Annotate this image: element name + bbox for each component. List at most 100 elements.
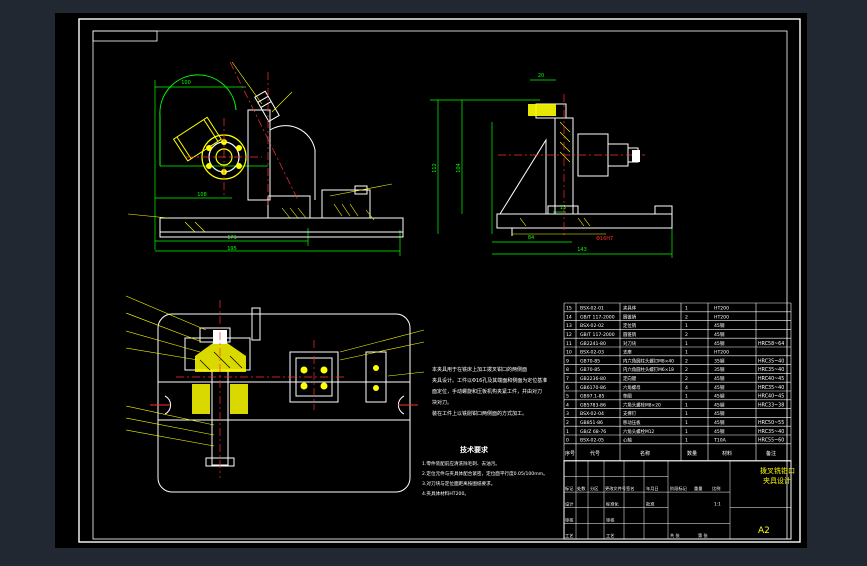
part-number: 11 (566, 341, 572, 347)
title-cell: 比例 (712, 485, 720, 492)
part-number: 5 (566, 394, 569, 400)
part-name: 移动压板 (623, 419, 641, 426)
title-cell: 第 张 (698, 532, 709, 539)
part-name: 内六角圆柱头螺钉M6×18 (623, 366, 674, 373)
part-name: 心轴 (623, 437, 632, 444)
part-material: 45钢 (714, 331, 725, 338)
part-quantity: 1 (685, 411, 688, 417)
part-quantity: 4 (685, 385, 688, 391)
part-code: GB/Z 68-76 (580, 429, 606, 435)
dimension-label: 100 (181, 80, 191, 86)
part-material: HT200 (714, 306, 729, 312)
part-name: 定位销 (623, 322, 637, 329)
part-note: HRC58~64 (758, 341, 784, 347)
title-cell: 工艺 (565, 533, 573, 538)
note-line: 块对刀。 (432, 399, 452, 406)
column-header: 备注 (766, 450, 776, 457)
dimension-label: 112 (432, 163, 438, 173)
part-number: 15 (566, 306, 572, 312)
part-quantity: 1 (685, 429, 688, 435)
title-cell: 年月日 (646, 485, 659, 492)
part-quantity: 2 (685, 358, 688, 364)
note-line: 本夹具用于在铣床上加工拨叉钳口的两侧面 (432, 366, 527, 373)
part-quantity: 1 (685, 402, 688, 408)
part-name: 定向键 (623, 375, 637, 382)
part-number: 6 (566, 385, 569, 391)
part-note: HRC35~40 (758, 429, 784, 435)
part-code: BSX-02-04 (580, 411, 604, 417)
part-code: GB97.1-85 (580, 394, 605, 400)
part-material: 45钢 (714, 322, 725, 329)
side-view: Φ16H7 (430, 79, 673, 258)
part-material: T10A (713, 438, 727, 444)
part-quantity: 2 (685, 367, 688, 373)
front-view (127, 61, 404, 256)
tech-requirement-line: 2.定位元件与夹具体配合紧密，定位面平行度0.05/100mm。 (422, 470, 548, 477)
part-code: BSX-02-02 (580, 323, 604, 329)
side-view-dimension-lines (430, 79, 673, 258)
dimension-label: 13 (560, 205, 566, 211)
part-name: 六角头螺栓M12 (623, 428, 655, 435)
drawing-paper (55, 13, 807, 548)
tech-requirements-title: 技术要求 (460, 445, 489, 454)
column-header: 序号 (565, 450, 575, 457)
drawing-title: 夹具设计 (763, 476, 791, 485)
part-name: 支撑钉 (623, 410, 637, 417)
drawing-title: 拨叉铣钳口 (760, 466, 795, 475)
part-quantity: 1 (685, 341, 688, 347)
part-name: 夹具体 (623, 305, 637, 312)
part-code: GB2236-80 (580, 376, 606, 382)
dimension-label: 195 (227, 246, 237, 252)
part-number: 14 (566, 314, 572, 320)
part-code: GB851-86 (580, 420, 603, 426)
dimension-label: 108 (197, 192, 207, 198)
part-code: GB/T 117-2000 (580, 314, 615, 320)
column-header: 名称 (640, 450, 650, 457)
tech-requirement-line: 4.夹具体材料HT200。 (422, 490, 469, 497)
part-material: HT200 (714, 314, 729, 320)
title-cell: 重量 (694, 485, 702, 492)
part-material: 45钢 (714, 384, 725, 391)
part-quantity: 1 (685, 350, 688, 356)
part-name: 支座 (623, 349, 632, 356)
part-name: 垫圈 (623, 393, 632, 400)
part-note: HRC55~60 (758, 438, 784, 444)
part-quantity: 1 (685, 323, 688, 329)
title-cell: 更改文件号 (605, 485, 626, 492)
part-quantity: 2 (685, 376, 688, 382)
part-material: 45钢 (714, 375, 725, 382)
part-name: 六角螺母 (623, 384, 641, 391)
part-quantity: 1 (685, 420, 688, 426)
title-cell: 1:1 (714, 502, 721, 507)
part-note: HRC33~38 (758, 402, 784, 408)
title-cell: 处数 (577, 485, 586, 492)
part-name: 圆锥销 (623, 313, 637, 320)
title-cell: 共 张 (670, 532, 681, 539)
part-note: HRC35~40 (758, 358, 784, 364)
part-note: HRC40~45 (758, 376, 784, 382)
part-number: 9 (566, 358, 569, 364)
part-number: 12 (566, 332, 572, 338)
column-header: 数量 (687, 450, 697, 457)
part-name: 六角头螺栓M8×20 (623, 401, 661, 408)
part-code: GB5783-86 (580, 402, 606, 408)
part-quantity: 1 (685, 394, 688, 400)
sheet-size: A2 (758, 526, 770, 536)
part-name: 内六角圆柱头螺钉M8×40 (623, 357, 674, 364)
title-cell: 工艺 (606, 533, 614, 538)
part-material: 45钢 (714, 393, 725, 400)
part-material: 45钢 (714, 401, 725, 408)
part-number: 7 (566, 376, 569, 382)
title-cell: 分区 (590, 485, 598, 492)
column-header: 材料 (722, 450, 732, 457)
column-header: 代号 (590, 450, 600, 457)
tech-requirement-line: 3.对刀块与定位面距离按图纸要求。 (422, 480, 495, 487)
part-code: GB/T 117-2000 (580, 332, 615, 338)
part-code: GB70-85 (580, 358, 600, 364)
title-cell: 标准化 (606, 501, 619, 508)
part-material: 45钢 (714, 428, 725, 435)
part-note: HRC40~45 (758, 394, 784, 400)
